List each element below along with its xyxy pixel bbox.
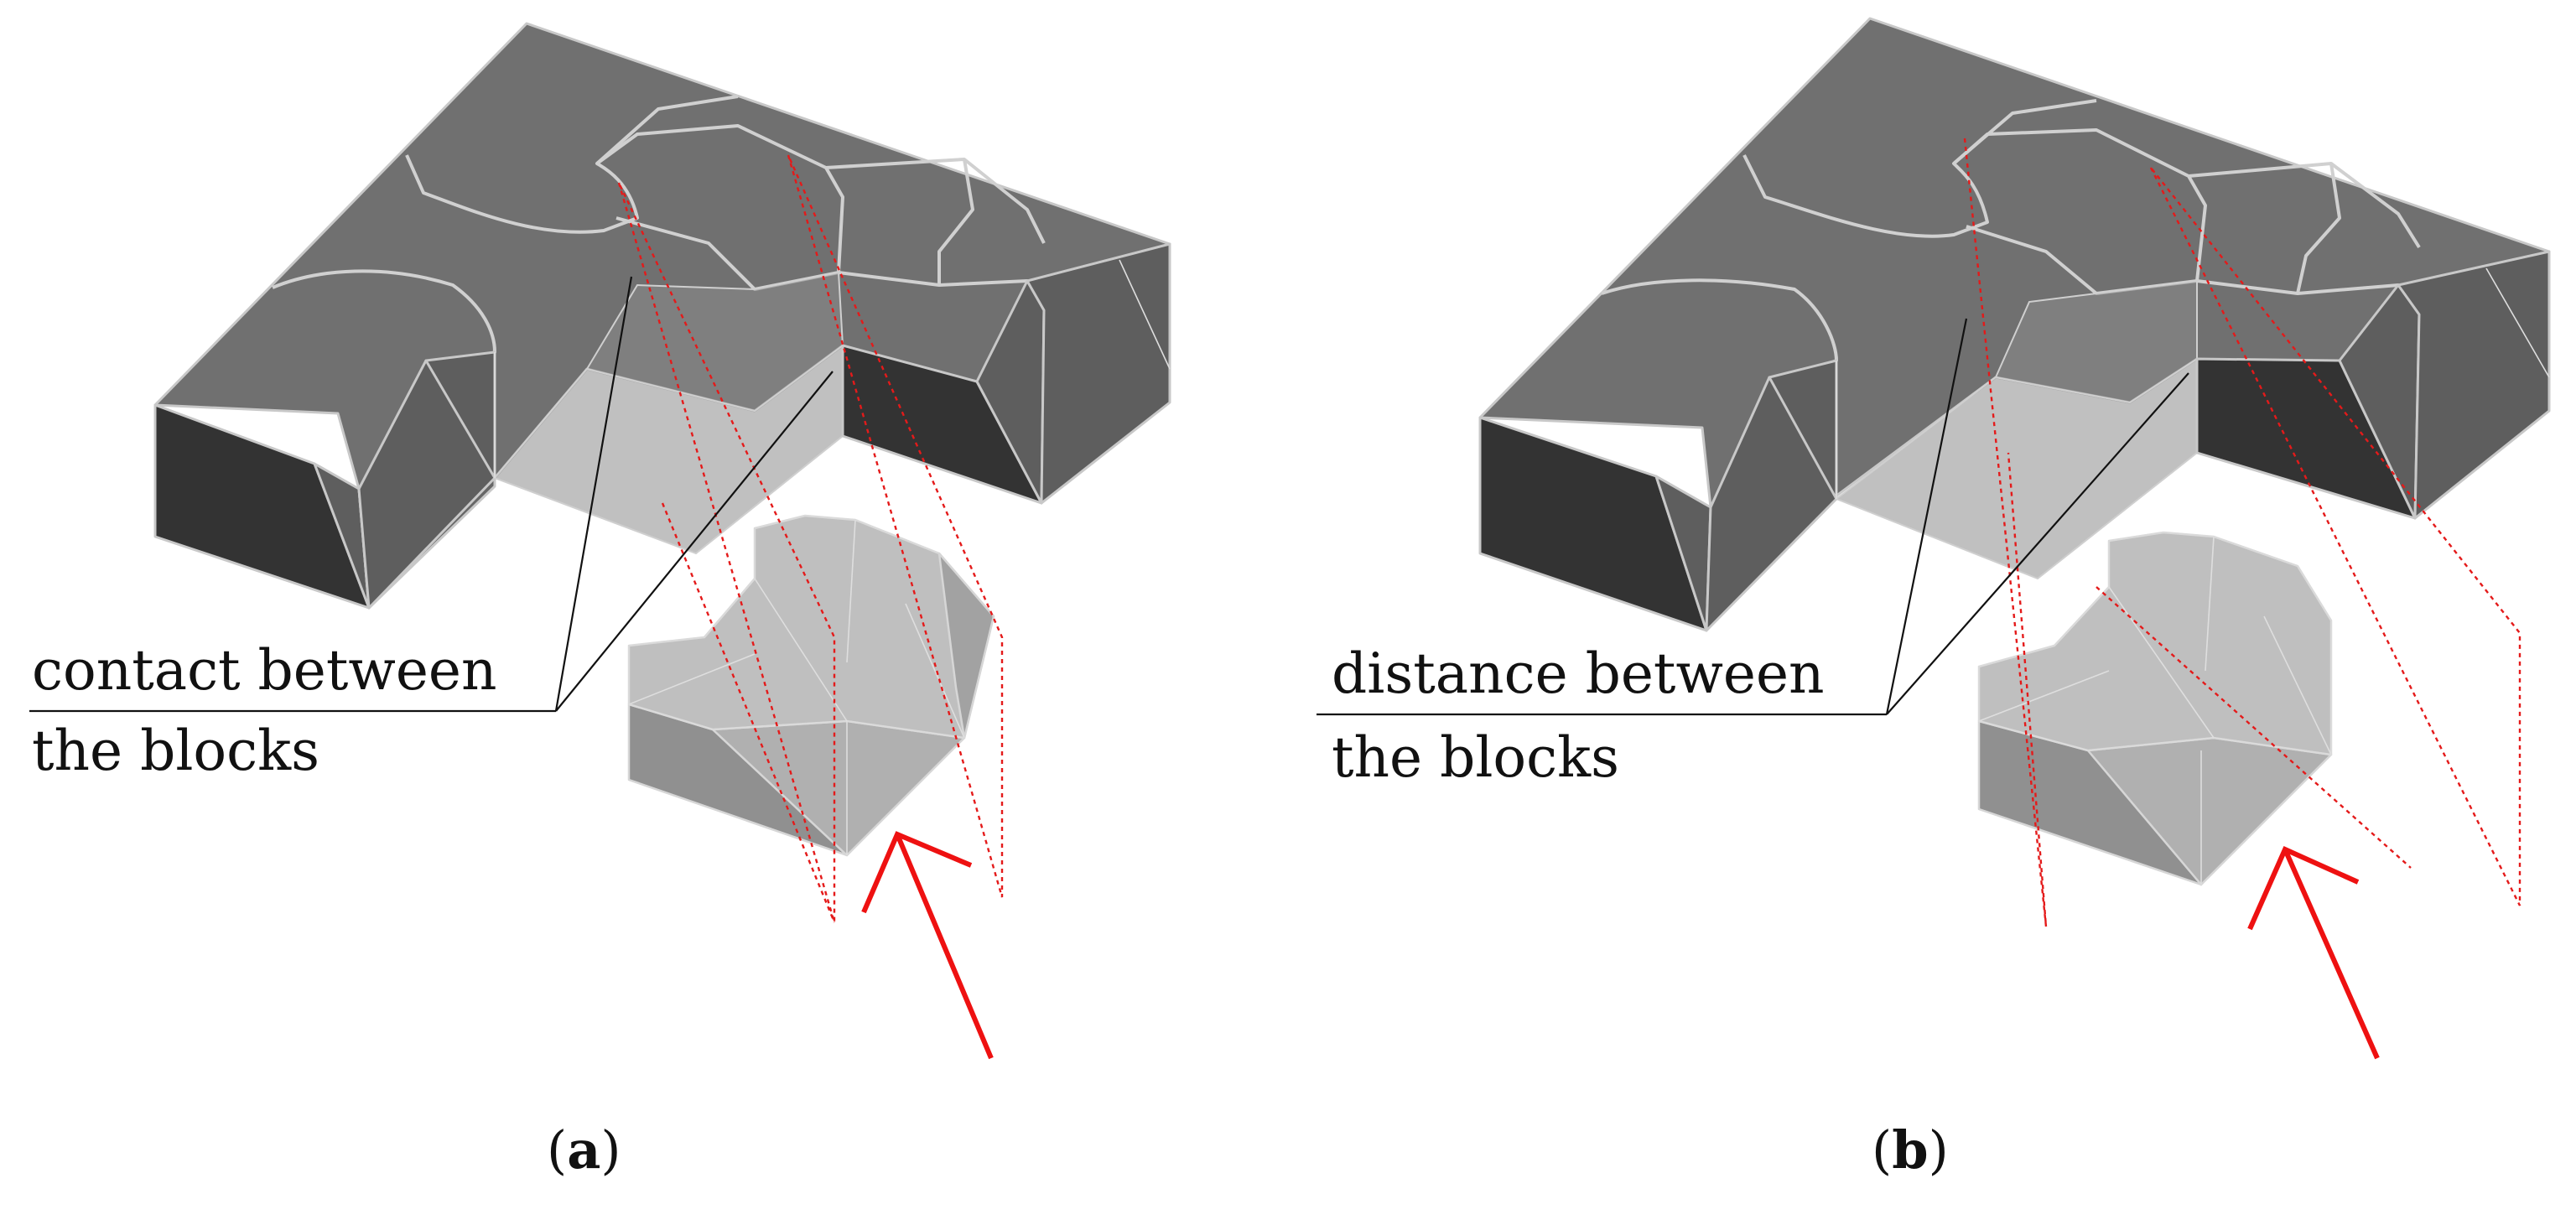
moving-block-edge-1 [754,578,848,722]
moving-block-edge-b1 [2108,586,2215,739]
block-seam-b2 [1742,99,2097,238]
leader-line-a2 [555,371,834,712]
guide-line-right [787,154,1004,898]
block-seam-1 [272,269,496,491]
fixed-blocks-a [153,22,1171,610]
caption-a-open: ( [547,1119,567,1181]
moving-block-edge-b5 [2263,615,2332,755]
movement-arrow-b [2247,846,2380,1060]
moving-block-edge-3 [628,653,756,705]
guide-line-b-left [1963,138,2048,927]
caption-b-close: ) [1929,1119,1949,1181]
leader-lines-a [29,276,834,713]
guide-lines-a [617,154,1004,923]
guide-line-b-right [2149,167,2521,906]
panel-b: distance between the blocks (b) [1317,17,2551,1181]
leader-lines-b [1317,318,2189,716]
caption-b-letter: b [1892,1119,1928,1181]
leader-line-b2 [1886,372,2189,715]
moving-block-edge-b2 [2205,536,2215,672]
fixed-blocks-b [1478,17,2551,632]
right-end-edge-b [2485,267,2550,378]
guide-lines-b [1963,138,2521,927]
cavity-back-wall [585,271,844,413]
moving-block-edge-2 [846,519,856,663]
guide-line-b-inner [2096,586,2412,869]
block-seam-6 [825,158,1046,244]
leader-line-b1 [1885,318,1968,715]
leader-line-a1 [554,276,633,712]
movement-arrow-a [861,831,994,1060]
caption-a: (a) [547,1119,621,1181]
block-seam-b6 [2188,162,2421,249]
right-end-face-b [2397,250,2551,520]
moving-block-edge-b3 [1978,670,2110,722]
distance-label-line1: distance between [1332,641,1825,706]
right-end-edge [1119,259,1171,370]
guide-line-inner [661,502,836,923]
caption-b: (b) [1872,1119,1949,1181]
block-seam-2 [405,95,739,234]
block-seam-b5 [2296,163,2341,294]
caption-b-open: ( [1872,1119,1892,1181]
caption-a-close: ) [600,1119,621,1181]
block-seam-b1 [1601,278,1838,508]
panel-a: contact between the blocks (a) [29,22,1171,1181]
distance-label-line2: the blocks [1332,725,1619,790]
block-seam-3 [595,124,844,291]
moving-block-b [1977,531,2333,886]
right-end-face [1026,242,1171,505]
moving-block-a [627,514,995,857]
block-seam-b3 [1952,128,2207,295]
contact-label-line2: the blocks [32,719,319,783]
block-seam-5 [937,158,974,285]
cavity-back-wall-b [1994,279,2198,404]
moving-block-edge-5 [905,603,965,739]
caption-a-letter: a [567,1119,600,1181]
contact-label-line1: contact between [32,638,497,703]
